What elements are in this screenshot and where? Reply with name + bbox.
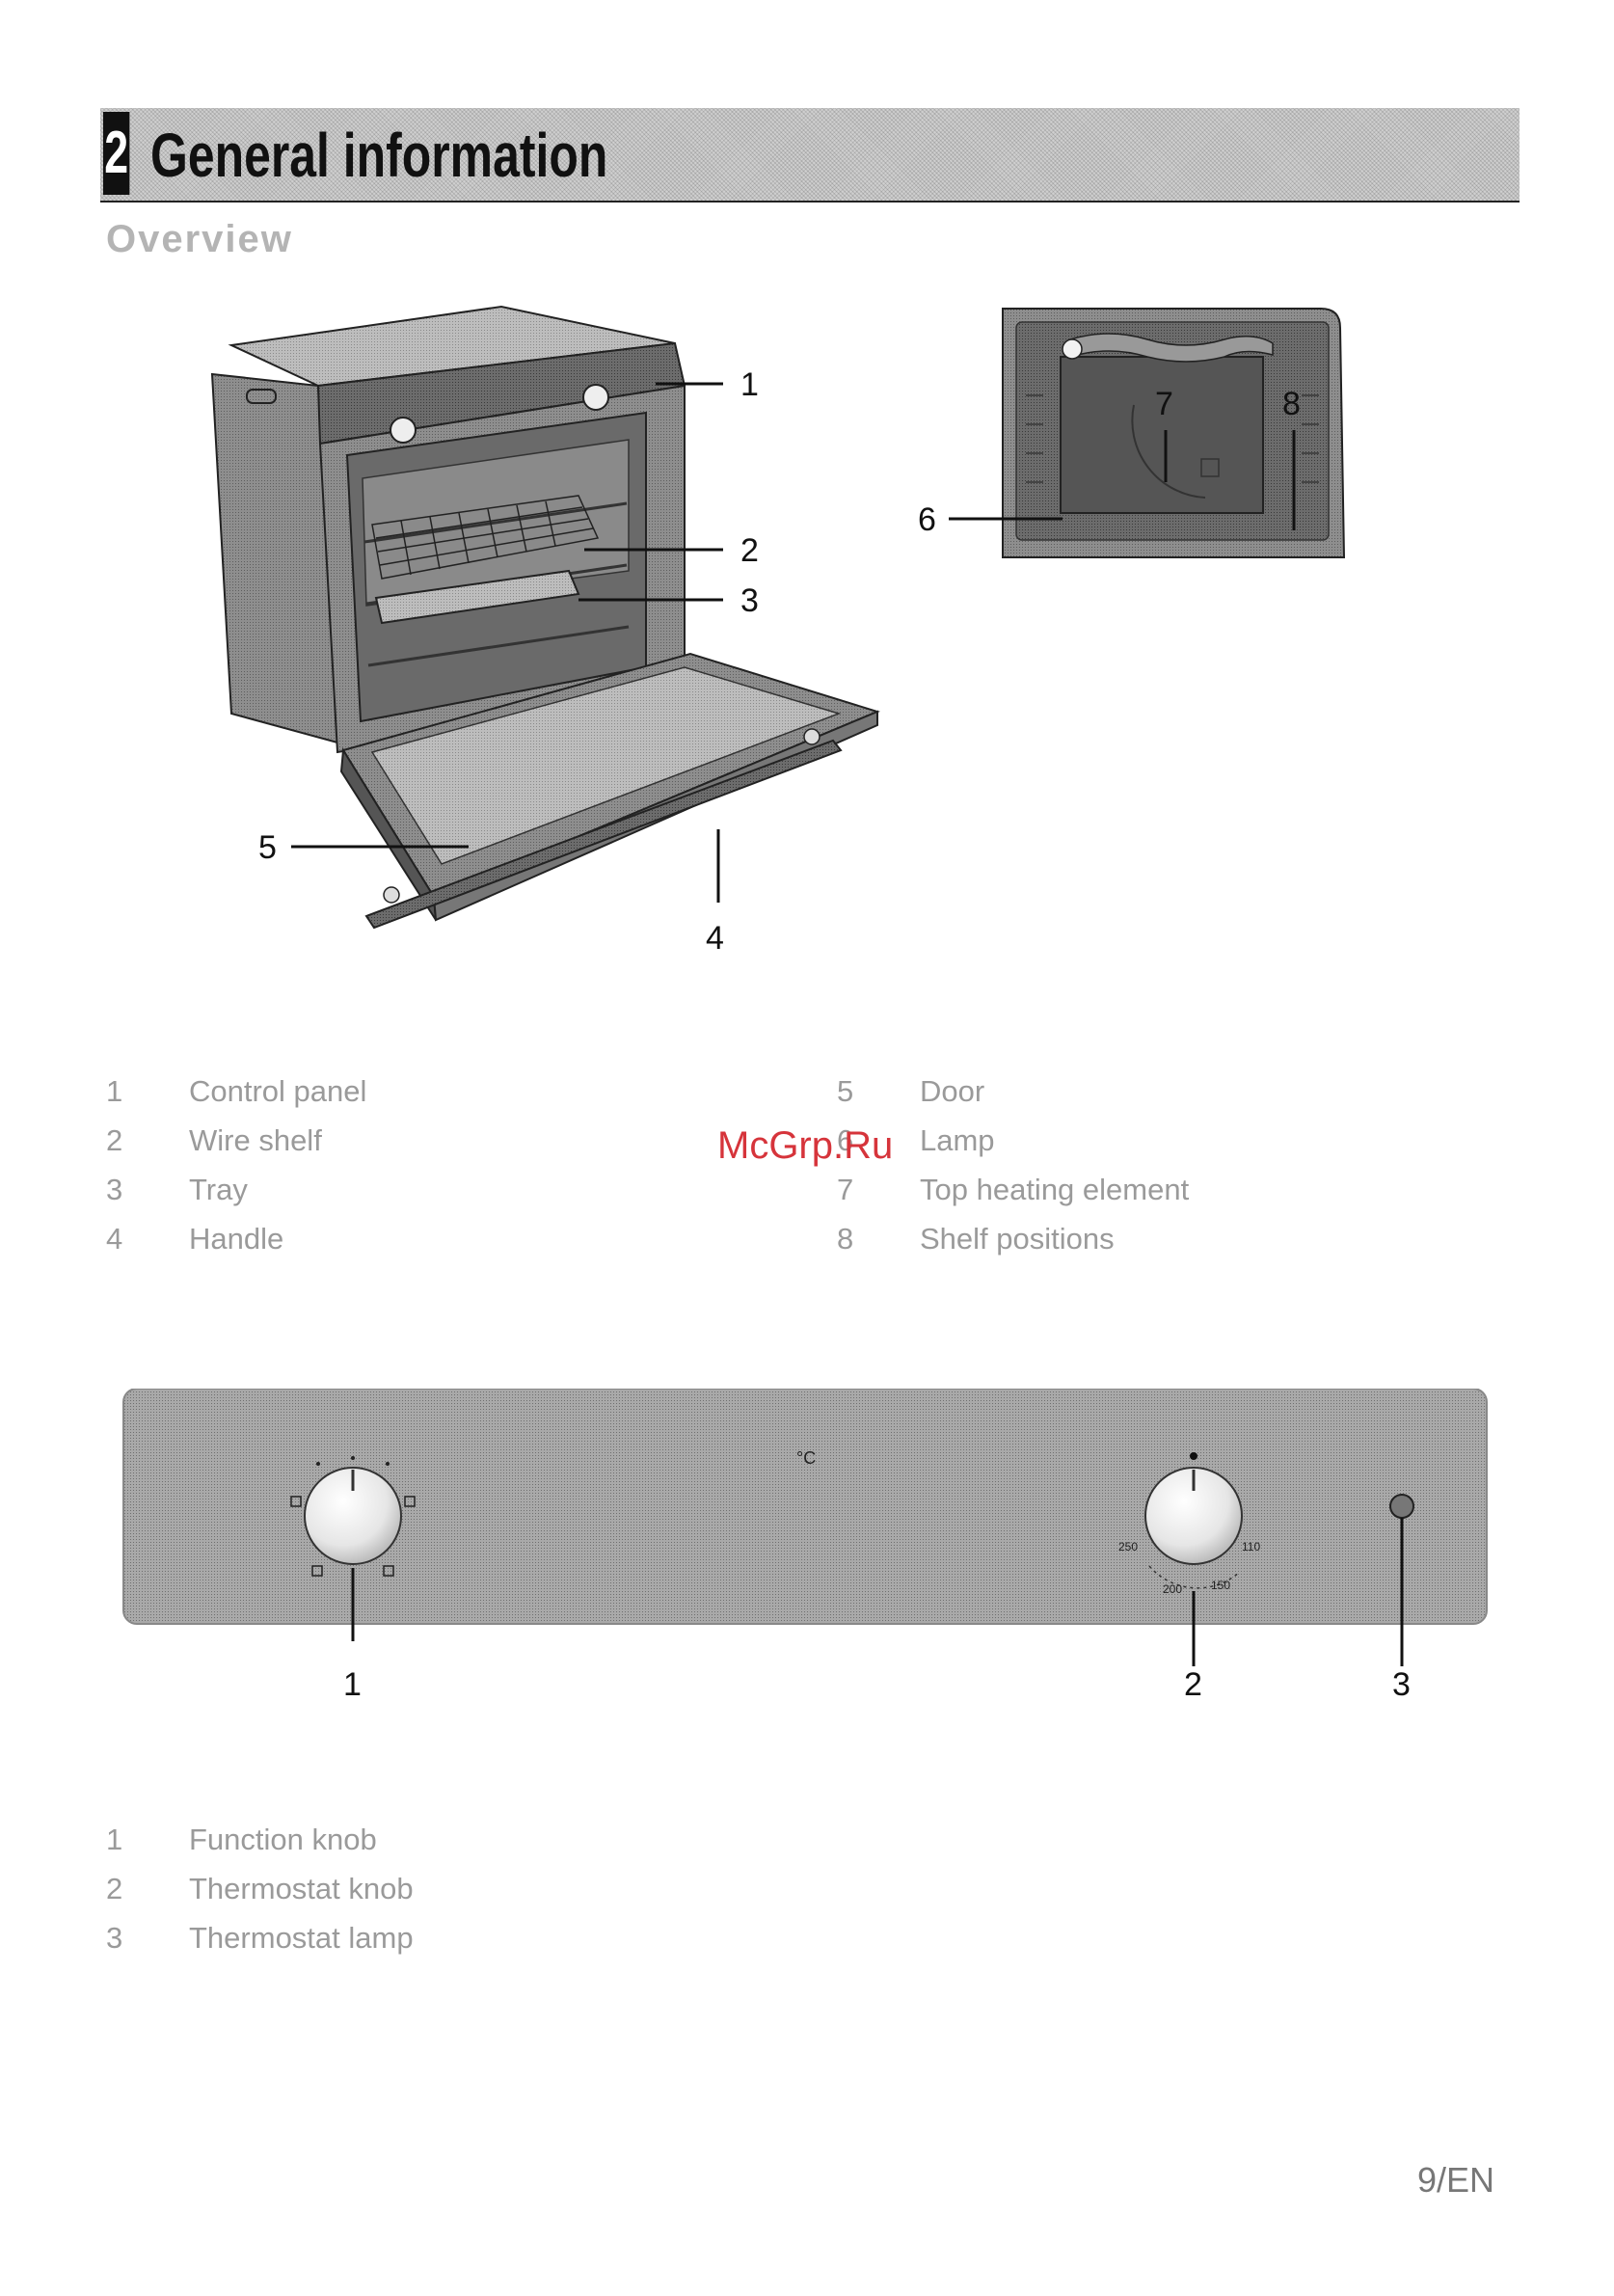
callout-5: 5 (258, 829, 277, 866)
legend-label: Control panel (189, 1074, 366, 1109)
header-rule (100, 201, 1520, 203)
scale-label-200: 200 (1163, 1582, 1182, 1596)
legend-number: 1 (106, 1823, 122, 1857)
legend-label: Lamp (920, 1123, 995, 1158)
temperature-unit-label: °C (796, 1448, 816, 1468)
callout-8: 8 (1282, 386, 1301, 422)
legend-label: Door (920, 1074, 984, 1109)
callout-4: 4 (706, 920, 724, 957)
legend-number: 3 (106, 1173, 122, 1207)
legend-number: 1 (106, 1074, 122, 1109)
legend-number: 8 (837, 1222, 853, 1256)
panel-callout-2: 2 (1184, 1666, 1202, 1703)
legend-number: 7 (837, 1173, 853, 1207)
legend-label: Top heating element (920, 1173, 1189, 1207)
thermostat-lamp (1390, 1495, 1413, 1518)
legend-number: 5 (837, 1074, 853, 1109)
chapter-title: General information (150, 114, 607, 197)
legend-label: Handle (189, 1222, 283, 1256)
panel-callout-3: 3 (1392, 1666, 1411, 1703)
scale-label-110: 110 (1242, 1540, 1260, 1553)
scale-label-250: 250 (1118, 1540, 1138, 1553)
legend-label: Wire shelf (189, 1123, 322, 1158)
panel-callout-1: 1 (343, 1666, 362, 1703)
legend-label: Thermostat lamp (189, 1921, 414, 1956)
scale-label-150: 150 (1211, 1579, 1230, 1592)
legend-number: 4 (106, 1222, 122, 1256)
legend-number: 3 (106, 1921, 122, 1956)
legend-label: Tray (189, 1173, 248, 1207)
watermark: McGrp.Ru (717, 1124, 893, 1168)
callout-2: 2 (740, 532, 759, 569)
callout-6: 6 (918, 501, 936, 538)
legend-number: 2 (106, 1123, 122, 1158)
lamp-glyph (1063, 339, 1082, 359)
legend-label: Function knob (189, 1823, 377, 1857)
chapter-number: 2 (103, 112, 129, 195)
callout-3: 3 (740, 582, 759, 619)
legend-number: 2 (106, 1872, 122, 1906)
legend-label: Shelf positions (920, 1222, 1115, 1256)
callout-1: 1 (740, 366, 759, 403)
control-panel-illustration: °C 250 200 150 110 1 2 3 (121, 1389, 1491, 1716)
section-title: Overview (106, 218, 293, 261)
page-number: 9/EN (1417, 2160, 1494, 2201)
oven-overview-illustration: 1 2 3 4 5 6 7 8 (183, 289, 1417, 984)
legend-label: Thermostat knob (189, 1872, 414, 1906)
callout-7: 7 (1155, 386, 1173, 422)
